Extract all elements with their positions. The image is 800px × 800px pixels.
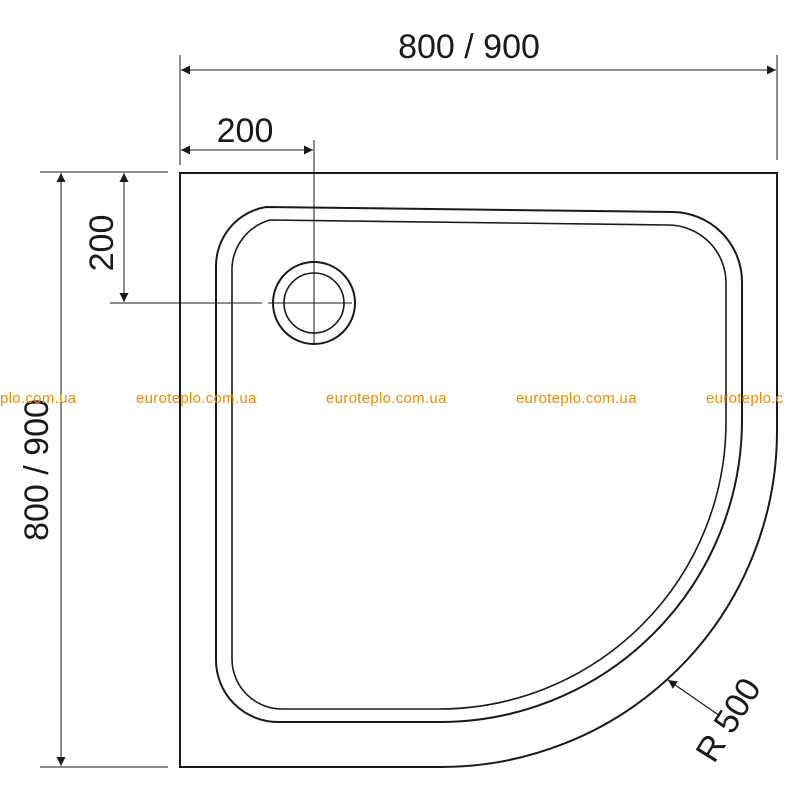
watermark-text: euroteplo.c [706, 390, 784, 407]
label-radius: R 500 [689, 672, 769, 769]
label-overall-width: 800 / 900 [398, 28, 540, 66]
label-overall-depth: 800 / 900 [18, 399, 56, 541]
watermark-text: euroteplo.com.ua [326, 390, 447, 407]
watermark-text: plo.com.ua [0, 390, 77, 407]
tray-outer-outline [179, 172, 779, 769]
watermark-text: euroteplo.com.ua [136, 390, 257, 407]
tray-inner-rim-inner [231, 219, 727, 710]
tray-inner-rim-outer [214, 205, 743, 723]
label-drain-offset-y: 200 [83, 215, 121, 272]
watermark: plo.com.ua euroteplo.com.ua euroteplo.co… [0, 390, 784, 407]
watermark-text: euroteplo.com.ua [516, 390, 637, 407]
label-drain-offset-x: 200 [217, 112, 274, 150]
dimension-line-radius [667, 679, 721, 717]
